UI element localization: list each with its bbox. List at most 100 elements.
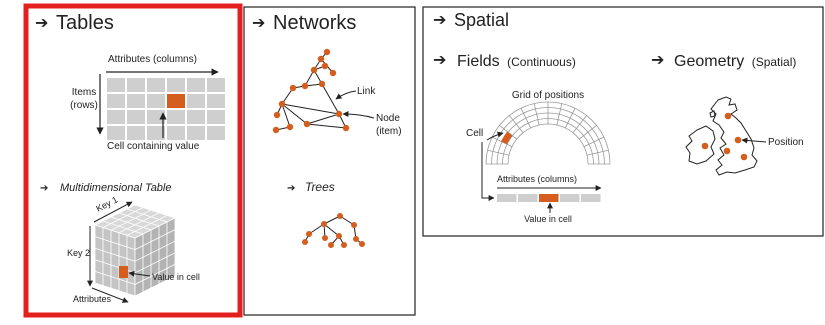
tables-panel (23, 3, 243, 318)
polar-ring (507, 123, 589, 165)
polar-spoke (586, 149, 609, 156)
spatial-panel (422, 6, 824, 237)
cube-grid-line (118, 212, 160, 234)
tables-heading: Tables (56, 12, 114, 34)
spatial-section: ➔ Spatial ➔ Fields (Continuous) ➔ Geomet… (433, 10, 804, 224)
cell-to-attributes-arrow (481, 142, 495, 201)
data-cube (93, 204, 177, 297)
polar-spoke (556, 103, 563, 126)
cube-grid-line (94, 247, 136, 262)
polar-spoke (509, 115, 524, 133)
cube-highlight-cell (119, 266, 128, 278)
geometry-heading: Geometry (Spatial) (674, 53, 796, 70)
tree-edges (304, 215, 363, 246)
attribute-cell (560, 194, 580, 202)
table-cell (167, 126, 185, 140)
table-cell (107, 126, 125, 140)
uk-map (685, 96, 758, 176)
table-rows-label-1: Items (72, 87, 96, 98)
spatial-attributes-label: Attributes (columns) (497, 174, 577, 184)
polar-spoke (520, 107, 532, 129)
cube-key2-label: Key 2 (67, 248, 90, 258)
network-edges (275, 51, 347, 131)
attribute-strip (497, 194, 601, 202)
polar-grid (485, 101, 611, 165)
cube-grid-line (134, 240, 176, 262)
cube-grid-line (94, 236, 136, 250)
cube-grid-line (126, 208, 168, 223)
arrow-icon: ➔ (433, 52, 446, 69)
link-label: Link (357, 86, 376, 97)
polar-spoke (533, 103, 540, 126)
cube-grid-line (134, 252, 176, 274)
polar-spoke (583, 136, 605, 148)
cube-grid-line (134, 229, 176, 250)
cube-grid-line (94, 259, 136, 274)
cube-side-face (134, 217, 176, 297)
position-pointer (741, 137, 767, 144)
fields-title: Fields (457, 53, 500, 70)
multidimensional-table-heading: Multidimensional Table (60, 182, 172, 194)
cube-grid-line (102, 207, 144, 228)
cube-grid-line (134, 264, 176, 285)
cube-attributes-label: Attributes (73, 294, 112, 304)
arrow-icon: ➔ (35, 15, 48, 32)
table-cell (207, 78, 225, 92)
ireland-outline (685, 125, 716, 165)
table-cell (187, 94, 205, 108)
fields-heading: Fields (Continuous) (457, 53, 576, 70)
arrow-icon: ➔ (252, 15, 265, 32)
table-cell (127, 110, 145, 124)
network-nodes (272, 48, 350, 134)
table-cell (187, 78, 205, 92)
spatial-heading: Spatial (454, 10, 509, 30)
link-pointer (335, 90, 357, 100)
cube-grid-line (110, 209, 152, 231)
geometry-subtitle: (Spatial) (752, 55, 797, 69)
node-label-1: Node (376, 113, 400, 124)
tree-nodes (302, 213, 365, 248)
geometry-title: Geometry (674, 53, 744, 70)
cube-grid-lines (94, 207, 176, 294)
table-cell (127, 126, 145, 140)
position-label: Position (768, 137, 804, 148)
table-columns-label: Attributes (columns) (108, 54, 197, 65)
table-cell (127, 94, 145, 108)
table-cell (127, 78, 145, 92)
arrow-icon: ➔ (40, 183, 48, 194)
attribute-cell (497, 194, 517, 202)
cube-grid-line (94, 271, 136, 285)
polar-spoke (487, 149, 510, 156)
attribute-cell (581, 194, 601, 202)
grid-of-positions-label: Grid of positions (512, 90, 584, 101)
cube-grid-line (126, 215, 168, 236)
key1-arrow (93, 201, 133, 223)
arrow-icon: ➔ (287, 183, 295, 194)
table-grid (107, 78, 225, 140)
attribute-cell-highlighted (539, 194, 559, 202)
table-cell (147, 110, 165, 124)
cube-grid-line (102, 220, 144, 235)
table-cell (187, 110, 205, 124)
cell-label: Cell (466, 128, 483, 139)
node-label-2: (item) (376, 126, 402, 137)
table-cell (207, 110, 225, 124)
table-cell (147, 78, 165, 92)
table-cell (167, 78, 185, 92)
node-pointer (342, 111, 375, 119)
cell-pointer (486, 131, 504, 141)
table-cell (107, 94, 125, 108)
table-rows-label-2: (rows) (70, 100, 98, 111)
cube-grid-line (110, 216, 152, 231)
arrow-icon: ➔ (651, 52, 664, 69)
map-positions (701, 112, 748, 161)
cube-grid-line (118, 212, 160, 227)
table-cell (207, 94, 225, 108)
table-cell (147, 94, 165, 108)
tables-section: ➔ Tables Attributes (columns) Items (row… (35, 12, 225, 304)
attributes-arrow (91, 287, 129, 303)
polar-ring (502, 118, 594, 165)
table-cell (187, 126, 205, 140)
great-britain-outline (710, 96, 758, 176)
